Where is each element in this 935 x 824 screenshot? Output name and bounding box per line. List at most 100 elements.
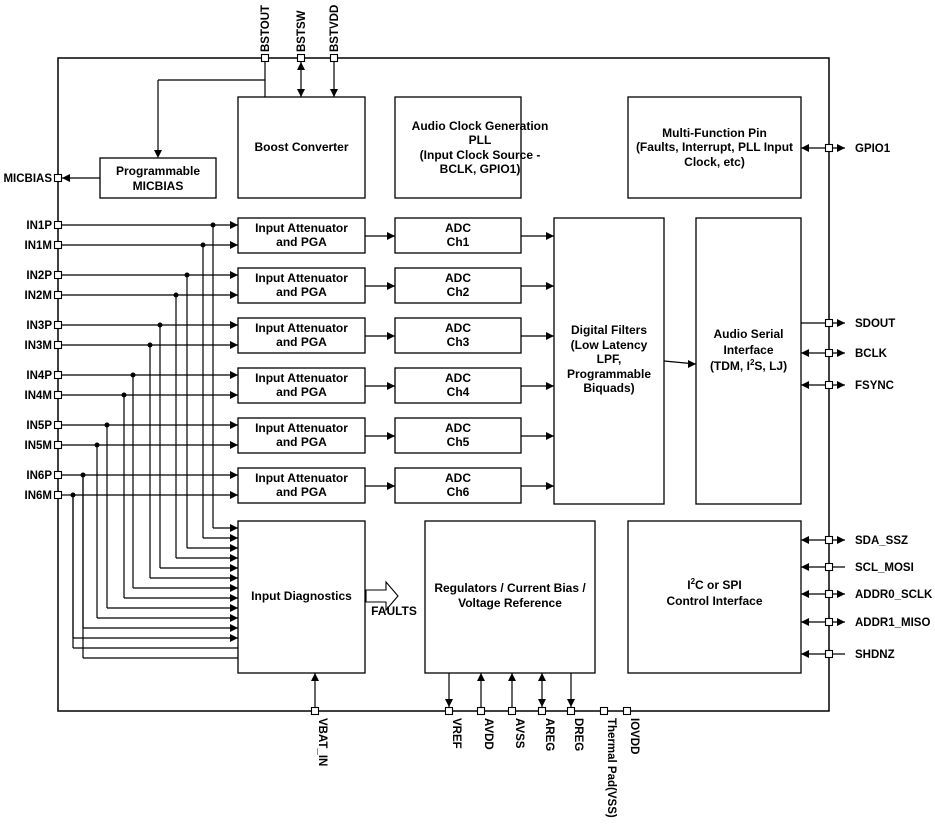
pin-addr0_sclk	[824, 589, 834, 599]
pin-label: IN1M	[25, 240, 52, 252]
pin-vref	[444, 706, 454, 716]
pga-label-2: and PGA	[276, 285, 327, 299]
mfp-label-3: Clock, etc)	[684, 155, 745, 169]
input-wiring	[62, 221, 238, 659]
pga-block-ch3	[237, 317, 366, 354]
pin-fsync	[824, 380, 834, 390]
pin-in4m	[53, 390, 63, 400]
regulators-label-2: Voltage Reference	[458, 596, 562, 610]
pin-thermal-pad-vss-	[599, 706, 609, 716]
pin-addr1_miso	[824, 617, 834, 627]
pin-label: IN6P	[26, 470, 52, 482]
pin-label: IN1P	[26, 220, 52, 232]
pin-label: BCLK	[855, 348, 888, 360]
pin-in5m	[53, 440, 63, 450]
clock-label-2: PLL	[469, 133, 492, 147]
pin-label: SDA_SSZ	[855, 535, 908, 547]
pin-label: IN3M	[25, 340, 52, 352]
pga-label-2: and PGA	[276, 335, 327, 349]
input-diagnostics-block: Input Diagnostics	[237, 520, 366, 674]
pin-label: SCL_MOSI	[855, 562, 914, 574]
multi-function-pin-block: Multi-Function Pin (Faults, Interrupt, P…	[627, 96, 802, 199]
pga-block-ch4	[237, 367, 366, 404]
adc-label-1: ADC	[445, 371, 471, 385]
adc-label-1: ADC	[445, 221, 471, 235]
pin-scl_mosi	[824, 562, 834, 572]
pga-block-ch2	[237, 267, 366, 304]
adc-label-2: Ch6	[447, 485, 470, 499]
faults-label: FAULTS	[371, 604, 417, 618]
faults-arrow	[365, 580, 399, 612]
pin-label: IN6M	[25, 490, 52, 502]
boost-converter-block: Boost Converter	[237, 96, 366, 199]
pin-label: GPIO1	[855, 143, 891, 155]
pin-vbat-in	[310, 706, 320, 716]
adc-block-ch3	[394, 317, 522, 354]
adc-block-ch6	[394, 467, 522, 504]
pin-label: FSYNC	[855, 380, 894, 392]
pga-label-1: Input Attenuator	[255, 471, 348, 485]
pin-shdnz	[824, 649, 834, 659]
pin-avdd	[476, 706, 486, 716]
pin-label: DREG	[572, 718, 584, 751]
adc-block-ch5	[394, 417, 522, 454]
filters-label-2: (Low Latency	[571, 338, 648, 352]
pga-label-1: Input Attenuator	[255, 321, 348, 335]
adc-label-1: ADC	[445, 321, 471, 335]
adc-label-1: ADC	[445, 471, 471, 485]
regulators-block: Regulators / Current Bias / Voltage Refe…	[424, 520, 596, 674]
mfp-label-1: Multi-Function Pin	[662, 126, 767, 140]
pin-in2m	[53, 290, 63, 300]
pin-in3p	[53, 320, 63, 330]
pin-in6p	[53, 470, 63, 480]
pin-in4p	[53, 370, 63, 380]
pga-label-2: and PGA	[276, 235, 327, 249]
left-pins: MICBIASIN1PIN1MIN2PIN2MIN3PIN3MIN4PIN4MI…	[3, 173, 63, 502]
pga-label-1: Input Attenuator	[255, 371, 348, 385]
clock-label-3: (Input Clock Source -	[420, 148, 541, 162]
audio-serial-interface-block: Audio Serial Interface (TDM, I2S, LJ)	[695, 217, 802, 505]
mfp-label-2: (Faults, Interrupt, PLL Input	[636, 140, 793, 154]
digital-filters-block: Digital Filters (Low Latency LPF, Progra…	[553, 217, 665, 505]
adc-block-ch4	[394, 367, 522, 404]
pin-label: IN2P	[26, 270, 52, 282]
adc-label-1: ADC	[445, 271, 471, 285]
adc-label-2: Ch5	[447, 435, 470, 449]
pin-sdout	[824, 318, 834, 328]
pin-label: ADDR1_MISO	[855, 617, 930, 629]
adc-label-2: Ch2	[447, 285, 470, 299]
control-label-2: Control Interface	[666, 594, 762, 608]
pin-bclk	[824, 348, 834, 358]
pin-label: BSTVDD	[329, 5, 341, 52]
input-diagnostics-label: Input Diagnostics	[251, 589, 352, 603]
pin-dreg	[566, 706, 576, 716]
pin-in2p	[53, 270, 63, 280]
pin-bstvdd	[329, 53, 339, 63]
adc-label-2: Ch4	[447, 385, 470, 399]
clock-label-4: BCLK, GPIO1)	[440, 162, 521, 176]
regulators-label-1: Regulators / Current Bias /	[434, 581, 586, 595]
pin-label: VREF	[450, 718, 462, 749]
pga-label-1: Input Attenuator	[255, 271, 348, 285]
pin-in1p	[53, 220, 63, 230]
pin-label: IN5P	[26, 420, 52, 432]
pin-label: IN4M	[25, 390, 52, 402]
filters-label-1: Digital Filters	[571, 323, 647, 337]
adc-label-2: Ch3	[447, 335, 470, 349]
clock-label-1: Audio Clock Generation	[412, 119, 549, 133]
pin-label: VBAT_IN	[316, 718, 328, 766]
control-interface-block: I2C or SPI Control Interface	[627, 520, 802, 674]
pga-label-2: and PGA	[276, 485, 327, 499]
pin-iovdd	[622, 706, 632, 716]
audio-clock-block: Audio Clock Generation PLL (Input Clock …	[394, 96, 549, 199]
pin-label: IN2M	[25, 290, 52, 302]
pin-label: IN4P	[26, 370, 52, 382]
pin-in3m	[53, 340, 63, 350]
control-label-1: I2C or SPI	[687, 577, 741, 592]
pin-label: AREG	[543, 718, 555, 751]
